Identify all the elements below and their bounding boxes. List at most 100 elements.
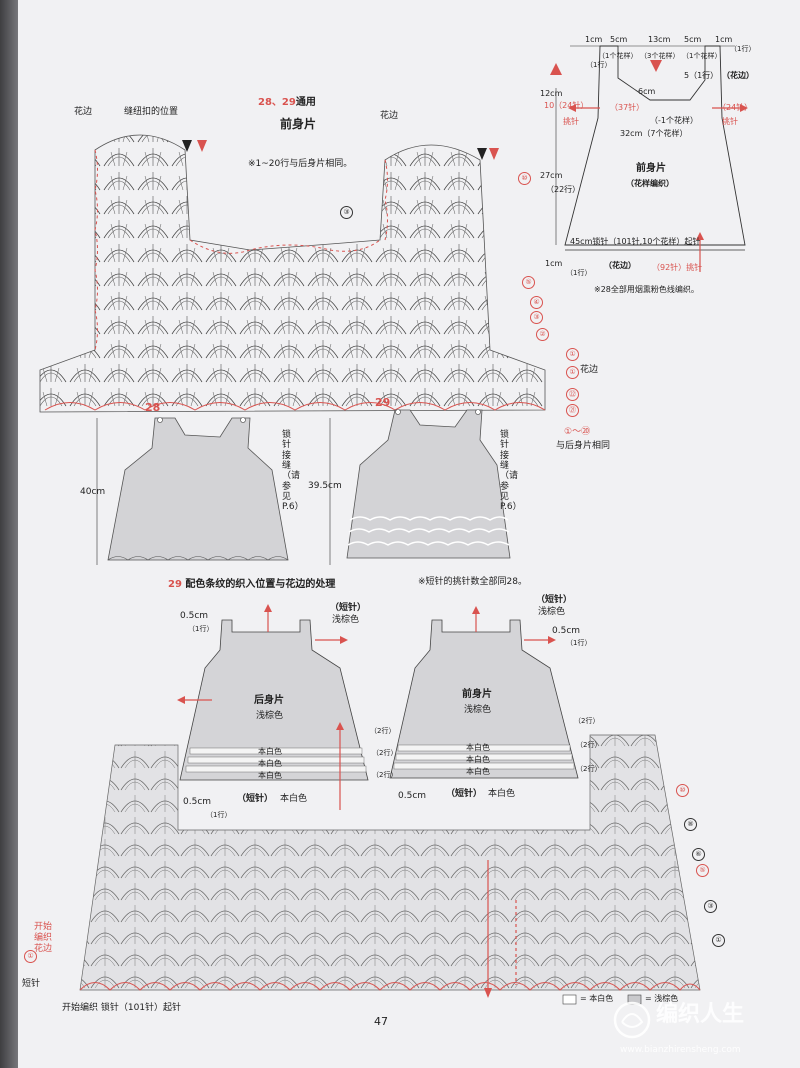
bottom-marker-6: ⑥ — [692, 848, 705, 861]
front-color: 浅棕色 — [464, 705, 492, 715]
bottom-marker-8: ⑧ — [684, 818, 697, 831]
heading-line: 28、29通用 — [258, 98, 316, 108]
dim-1cm-right: 1cm — [715, 35, 733, 44]
stitches-24-right: （24针） — [718, 103, 753, 112]
strap-rows: 5（1行） — [684, 71, 719, 80]
front-chart-top — [39, 134, 546, 565]
page-number: 47 — [374, 1015, 388, 1028]
back-stripe-3: 本白色 — [258, 771, 282, 780]
back-title: 后身片 — [254, 695, 284, 706]
edge-label-left: 花边 — [74, 107, 93, 117]
front-rows-3: （2行） — [576, 765, 602, 773]
front-top-rows: （1行） — [566, 639, 592, 647]
row-marker-21: ㉑ — [566, 404, 579, 417]
section2-title: 29 配色条纹的织入位置与花边的处理 — [168, 579, 336, 590]
back-bottom-rows: （1行） — [206, 811, 232, 819]
front-title: 前身片 — [462, 689, 492, 700]
schematic-title: 前身片 — [636, 163, 666, 174]
heading-suffix: 通用 — [295, 97, 316, 108]
count-1-left: （1个花样） — [598, 52, 638, 60]
back-color: 浅棕色 — [256, 711, 284, 721]
watermark-brand: 编织人生 — [656, 1002, 745, 1027]
edge-label-side: 花边 — [580, 365, 599, 375]
bottom-rows: （1行） — [566, 269, 592, 277]
front-stripe-1: 本白色 — [466, 743, 490, 752]
dress-28-number: 28 — [145, 401, 161, 414]
dress-29-height: 39.5cm — [308, 481, 342, 491]
bottom-marker-5: ⑤ — [696, 864, 709, 877]
back-stripe-2: 本白色 — [258, 759, 282, 768]
dress-28-height: 40cm — [80, 487, 106, 497]
watermark: 编织人生 www.bianzhirensheng.com — [612, 996, 798, 1062]
one-pattern: （-1个花样） — [650, 116, 698, 125]
count-1-right: （1个花样） — [682, 52, 722, 60]
back-top-dim: 0.5cm — [180, 611, 209, 621]
back-rows-2: （2行） — [372, 749, 398, 757]
rows-22: （22行） — [546, 185, 581, 194]
edge-label-schematic: （花边） — [722, 71, 754, 80]
dim-5cm-left: 5cm — [610, 35, 628, 44]
rows-note: ※1~20行与后身片相同。 — [248, 159, 353, 169]
button-position-label: 缝纽扣的位置 — [124, 107, 179, 117]
left-rows-stitches: 10（24针） — [544, 101, 589, 110]
edge-label-right: 花边 — [380, 111, 399, 121]
bottom-marker-3: ③ — [704, 900, 717, 913]
color-note-28: ※28全部用烟熏粉色线编织。 — [594, 285, 699, 294]
bottom-chart — [79, 734, 701, 1005]
bottom-marker-1: ① — [712, 934, 725, 947]
width-32: 32cm（7个花样） — [620, 129, 688, 138]
dim-5cm-right: 5cm — [684, 35, 702, 44]
bottom-1cm: 1cm — [545, 259, 563, 268]
height-27: 27cm — [540, 171, 563, 180]
pick-left: 挑针 — [563, 117, 579, 126]
bottom-edge-label: （花边） — [604, 261, 636, 270]
front-bottom-color: 本白色 — [488, 789, 516, 799]
short-stitch-label: 短针 — [22, 979, 41, 989]
back-bottom-label: （短针） — [237, 794, 274, 804]
rows-1-20: ①～⑳ — [564, 427, 591, 437]
heading-number: 28、29 — [258, 97, 296, 108]
back-top-color: 浅棕色 — [332, 615, 360, 625]
front-stripe-dress — [389, 606, 579, 779]
same-as-back: 与后身片相同 — [556, 441, 611, 451]
front-top-label: （短针） — [536, 595, 573, 605]
row-marker-2: ② — [536, 328, 549, 341]
row-marker-1: ① — [566, 348, 579, 361]
back-rows-1: （2行） — [370, 727, 396, 735]
legend-white: = 本白色 — [580, 994, 614, 1003]
front-bottom-label: （短针） — [446, 789, 483, 799]
front-rows-1: （2行） — [574, 717, 600, 725]
heading-title: 前身片 — [280, 117, 317, 131]
pick-right: 挑针 — [722, 117, 738, 126]
left-height: 12cm — [540, 89, 563, 98]
back-bottom-color: 本白色 — [280, 794, 308, 804]
row-marker-1b: ① — [566, 366, 579, 379]
row-marker-3: ③ — [530, 311, 543, 324]
dim-1cm-left: 1cm — [585, 35, 603, 44]
back-stripe-1: 本白色 — [258, 747, 282, 756]
front-stripe-3: 本白色 — [466, 767, 490, 776]
dress-29-seam: 锁针接缝（请参见P.6） — [500, 430, 522, 513]
watermark-logo — [613, 1001, 651, 1039]
back-stripe-dress — [177, 604, 369, 810]
schematic-subtitle: （花样编织） — [626, 179, 674, 188]
front-rows-2: （2行） — [576, 741, 602, 749]
row-marker-5: ⑤ — [522, 276, 535, 289]
section2-note: ※短针的挑针数全部同28。 — [418, 577, 527, 587]
neck-width: 6cm — [638, 87, 656, 96]
watermark-url: www.bianzhirensheng.com — [620, 1045, 741, 1055]
back-top-label: （短针） — [330, 603, 367, 613]
row-marker-22: ㉒ — [566, 388, 579, 401]
stitches-37: （37针） — [610, 103, 645, 112]
count-3: （3个花样） — [640, 52, 680, 60]
legend-brown: = 浅棕色 — [645, 994, 679, 1003]
front-stripe-2: 本白色 — [466, 755, 490, 764]
back-bottom-dim: 0.5cm — [183, 797, 212, 807]
dress-29-number: 29 — [375, 396, 391, 409]
dress-29-silhouette — [346, 409, 511, 559]
base-chain: 45cm锁针（101针,10个花样）起针 — [570, 237, 701, 246]
front-bottom-dim: 0.5cm — [398, 791, 427, 801]
dress-28-silhouette — [107, 417, 289, 561]
start-chain-label: 开始编织 锁针（101针）起针 — [62, 1003, 182, 1013]
start-marker: ① — [24, 950, 37, 963]
